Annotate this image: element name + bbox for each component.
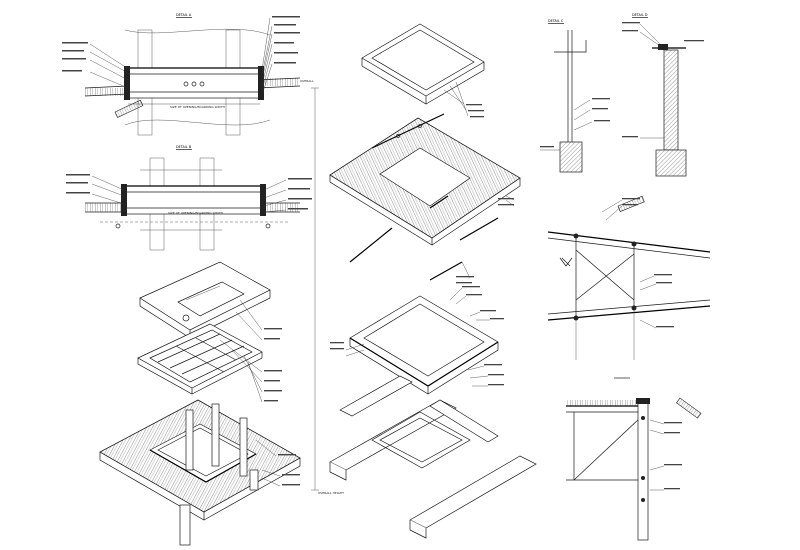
vertical-dim-label: OVERALL HEIGHT xyxy=(318,491,344,495)
detail-d-section: DETAIL D xyxy=(622,13,704,177)
detail-c-title: DETAIL C xyxy=(548,19,564,23)
detail-a-section: DETAIL A SIZE OF OPENING/BOARDING WIDTH xyxy=(62,13,314,136)
detail-c-section: DETAIL C xyxy=(540,19,610,173)
detail-a-title: DETAIL A xyxy=(176,13,192,17)
detail-e-section xyxy=(547,195,711,360)
opening-a-label: SIZE OF OPENING/BOARDING WIDTH xyxy=(170,105,225,109)
detail-b-title: DETAIL B xyxy=(176,145,192,149)
detail-b-section: DETAIL B SIZE OF OPENING/BOARDING WIDTH xyxy=(66,145,312,251)
detail-d-title: DETAIL D xyxy=(632,13,648,17)
opening-b-label: SIZE OF OPENING/BOARDING WIDTH xyxy=(168,211,223,215)
vertical-dimension: OVERALL HEIGHT xyxy=(311,87,344,495)
iso-skylight-assembly xyxy=(99,261,301,546)
iso-exploded-center xyxy=(329,23,537,539)
detail-f-section xyxy=(566,377,702,541)
dim-overall-label: OVERALL xyxy=(300,79,314,83)
